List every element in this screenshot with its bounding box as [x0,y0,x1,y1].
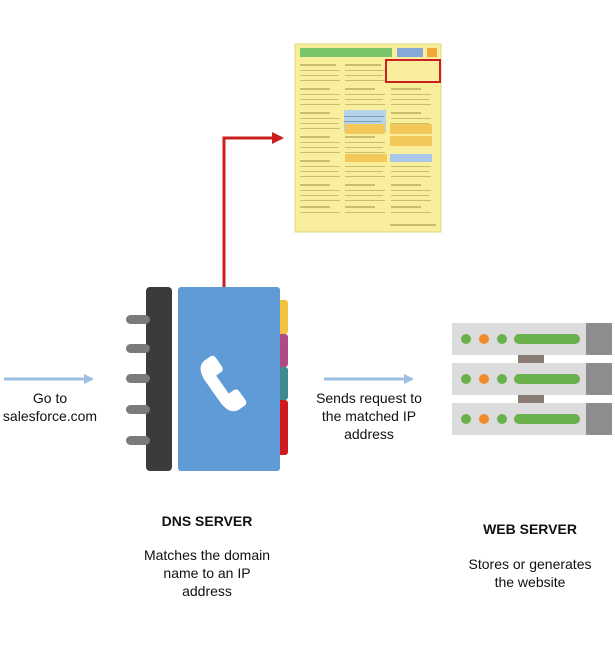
request-label-line1: Sends request to [316,390,422,406]
dns-desc-line3: address [182,583,232,599]
dns-title: DNS SERVER [161,513,253,529]
web-title: WEB SERVER [483,521,577,537]
dns-desc-line2: name to an IP [163,565,251,581]
web-desc-line1: Stores or generates [468,556,592,572]
goto-label: Go to salesforce.com [0,389,100,425]
request-label-line2: the matched IP [321,408,417,424]
request-label-line3: address [344,426,394,442]
web-description: Stores or generates the website [448,555,612,591]
web-desc-line2: the website [494,574,566,590]
dns-desc-line1: Matches the domain [143,547,271,563]
goto-label-line2: salesforce.com [2,408,98,424]
phone-book-icon [126,287,288,471]
goto-label-line1: Go to [32,390,68,406]
phone-handset-icon [200,355,247,412]
directory-page-icon [294,43,442,233]
lookup-arrow [222,132,284,288]
dns-description: Matches the domain name to an IP address [122,546,292,600]
request-label: Sends request to the matched IP address [304,389,434,443]
server-rack-icon [452,323,612,435]
